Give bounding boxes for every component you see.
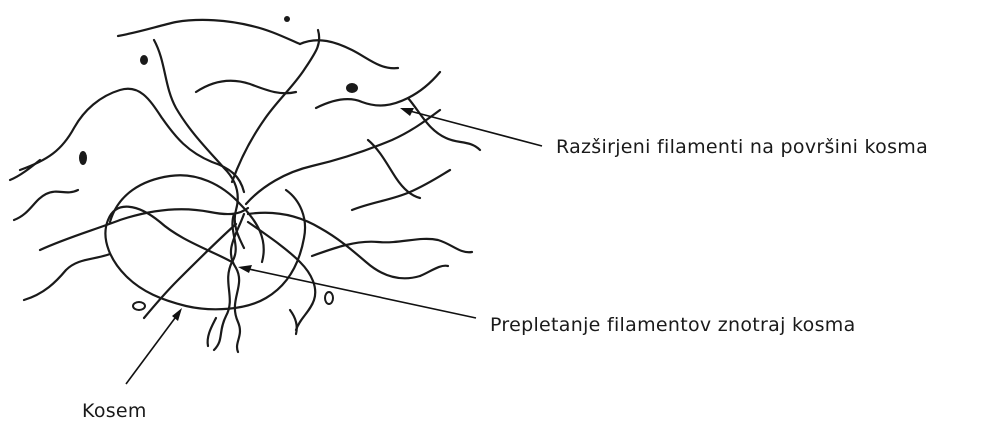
filament-10 (144, 224, 236, 318)
arrow-surface-filaments (406, 110, 542, 146)
filament-15 (316, 72, 440, 108)
label-floc: Kosem (82, 400, 147, 422)
filament-22 (208, 318, 216, 346)
filament-11 (14, 190, 78, 220)
arrow-entanglement-head (238, 265, 252, 273)
floc-outline-upper (110, 175, 264, 262)
filament-19 (312, 239, 472, 256)
filament-8 (248, 213, 420, 279)
arrow-surface-filaments-head (400, 108, 414, 116)
filament-13 (10, 160, 40, 180)
filament-12 (24, 254, 110, 300)
particle-dark-4 (346, 83, 358, 93)
filament-5 (232, 30, 319, 182)
filament-network (10, 20, 480, 352)
particle-dark-3 (79, 151, 87, 165)
filament-6 (118, 20, 300, 44)
particle-ring-2 (325, 292, 333, 304)
particle-ring-1 (133, 302, 145, 310)
filament-3 (40, 208, 248, 250)
filament-7 (196, 81, 296, 94)
arrow-entanglement (244, 268, 476, 318)
label-filament-entanglement: Prepletanje filamentov znotraj kosma (490, 314, 856, 336)
label-surface-filaments: Razširjeni filamenti na površini kosma (556, 136, 928, 158)
particle-dark-1 (140, 55, 148, 65)
floc-outline (105, 190, 305, 309)
particle-dark-2 (284, 16, 290, 22)
filament-4 (246, 110, 440, 204)
filament-17 (352, 170, 450, 210)
arrow-floc (126, 314, 178, 384)
filament-21 (290, 310, 297, 334)
filament-2 (20, 89, 244, 192)
filament-20 (420, 266, 448, 276)
filament-1 (154, 40, 244, 248)
filament-18 (368, 140, 420, 198)
